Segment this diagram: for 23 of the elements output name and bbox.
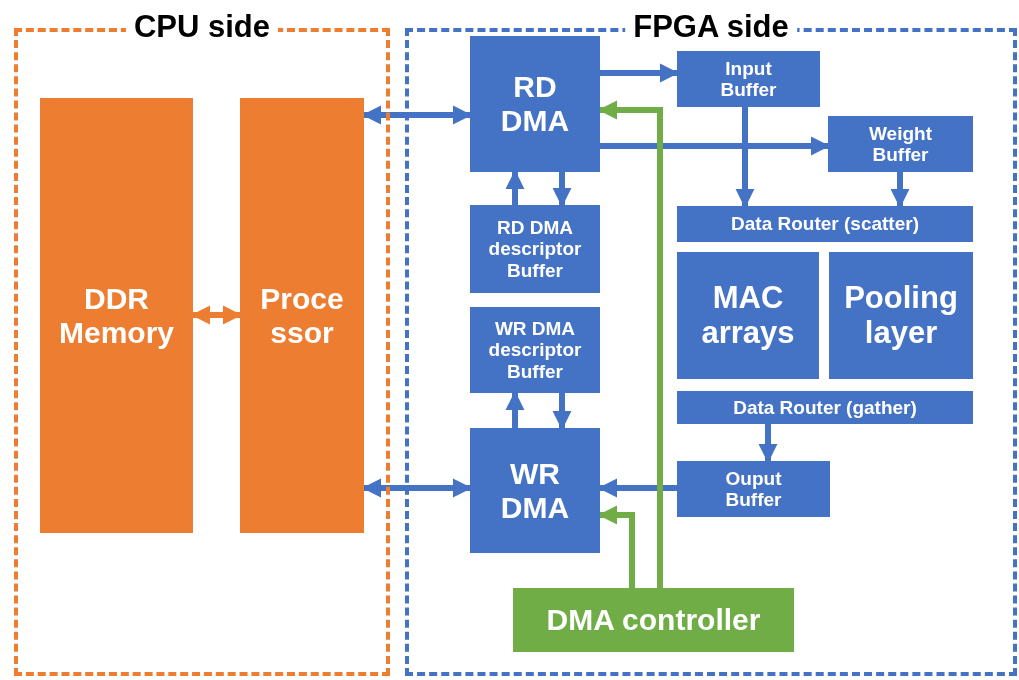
arrow [552, 172, 572, 207]
module-box: Input Buffer [677, 51, 820, 107]
arrow [552, 393, 572, 430]
arrow [505, 391, 525, 428]
module-box: Data Router (gather) [677, 391, 973, 424]
arrow [890, 172, 910, 208]
memory-block: DDR Memory [40, 98, 193, 533]
arrow [505, 170, 525, 205]
arrow [600, 63, 679, 83]
arrow [735, 107, 755, 208]
module-box: Ouput Buffer [677, 461, 830, 517]
module-box: Pooling layer [829, 252, 973, 379]
controller-box: DMA controller [513, 588, 794, 652]
module-box: Data Router (scatter) [677, 206, 973, 242]
module-box: MAC arrays [677, 252, 819, 379]
module-box: Weight Buffer [828, 116, 973, 172]
module-box: RD DMA [470, 36, 600, 172]
processor-block: Processor [240, 98, 364, 533]
arrow [758, 424, 778, 463]
module-box: RD DMA descriptor Buffer [470, 205, 600, 293]
arrow [600, 136, 830, 156]
module-box: WR DMA [470, 428, 600, 553]
module-box: WR DMA descriptor Buffer [470, 307, 600, 393]
